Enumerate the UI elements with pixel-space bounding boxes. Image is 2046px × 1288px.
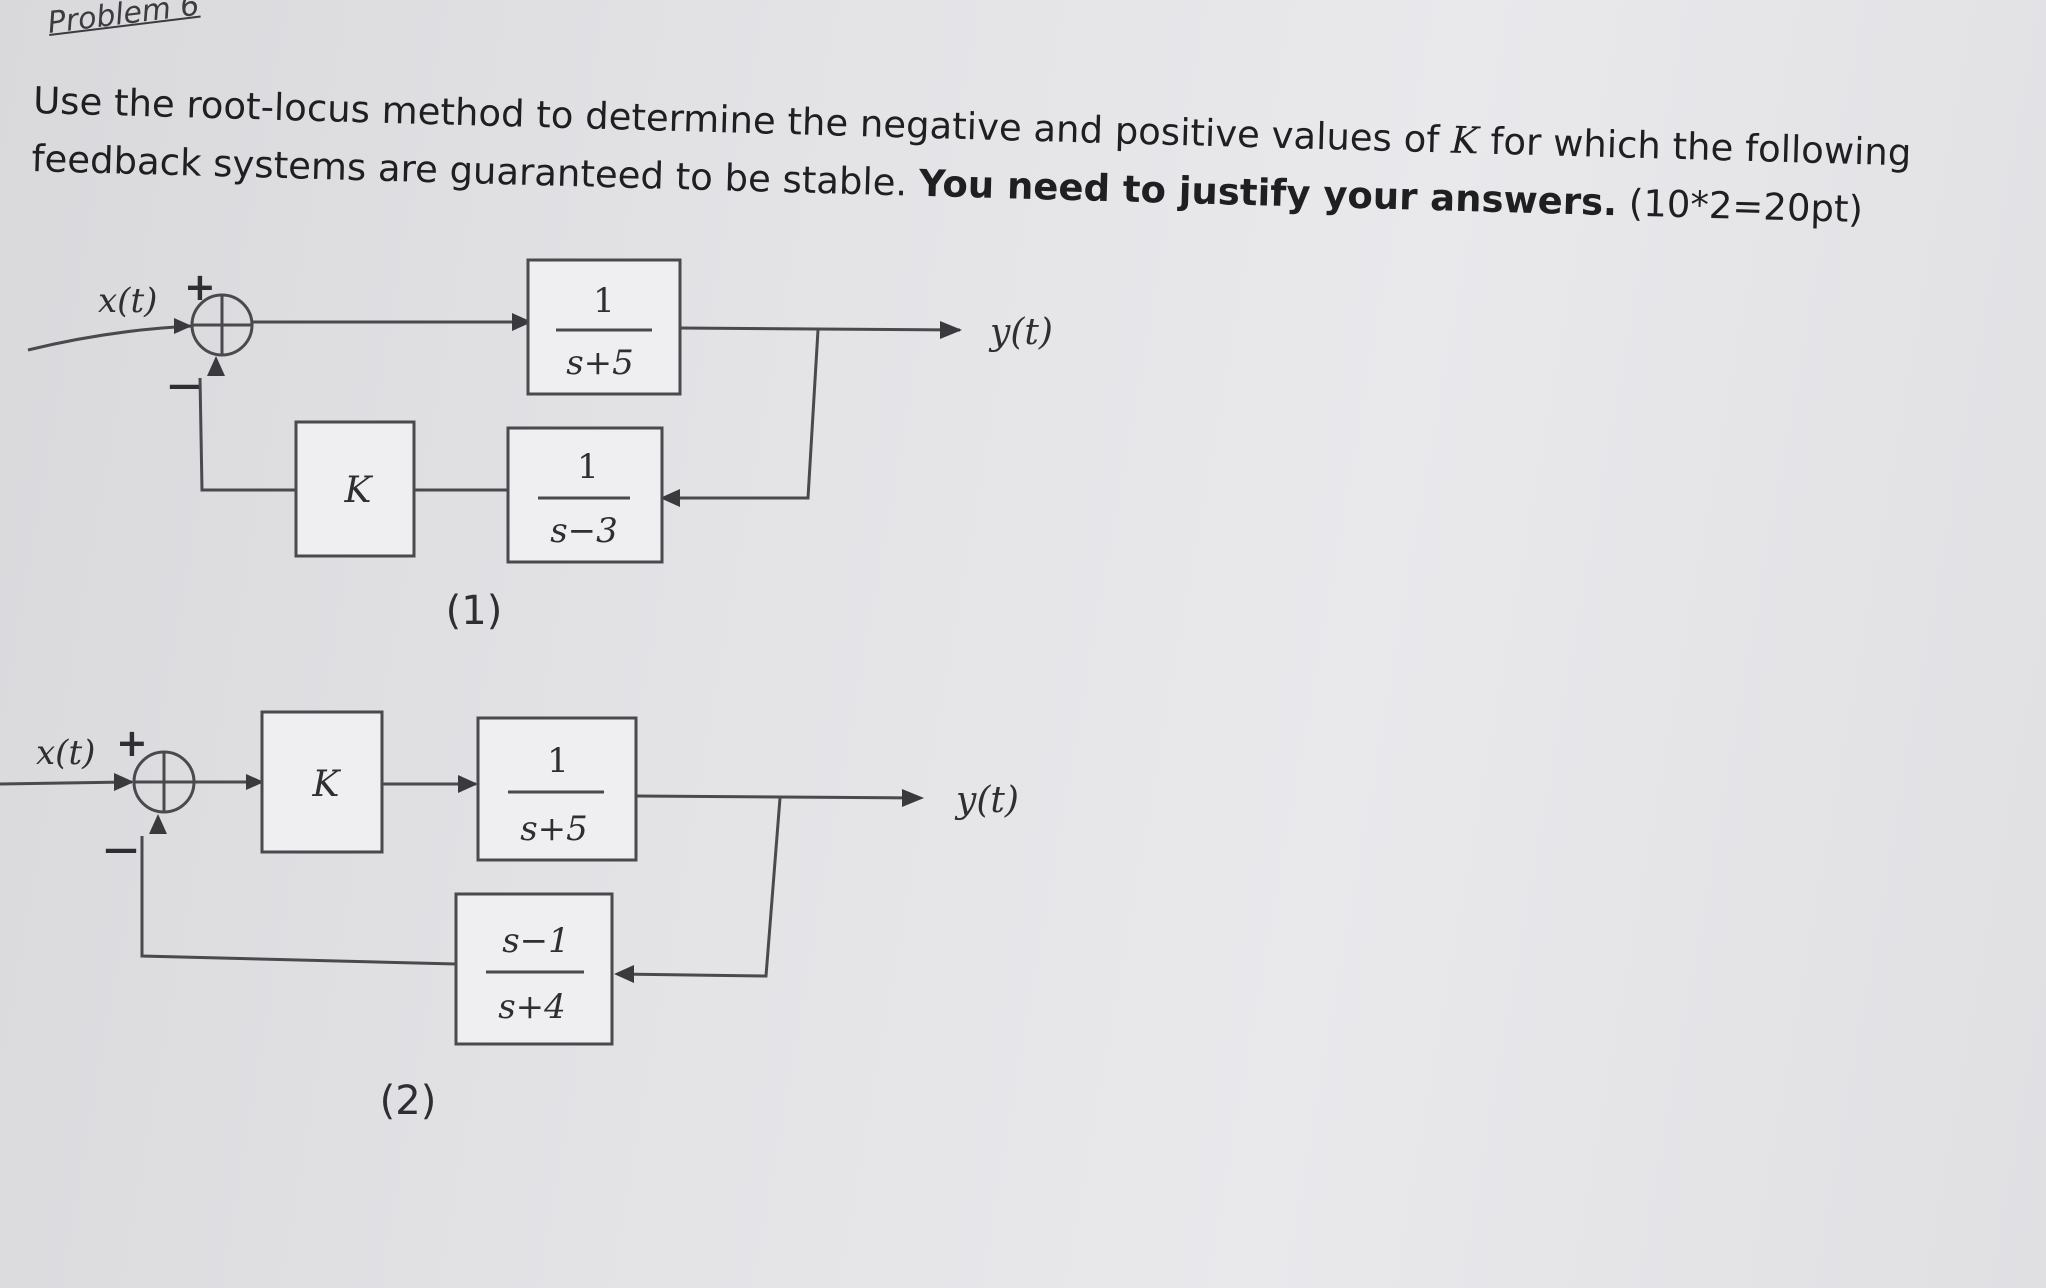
minus-sign-1: — xyxy=(168,365,202,405)
gain-to-forward-arrow-2 xyxy=(458,775,478,793)
feedback-block-1 xyxy=(506,426,664,564)
gain-block-1-label: K xyxy=(344,470,374,511)
input-label-1: x(t) xyxy=(98,281,157,321)
input-line-2 xyxy=(0,780,133,786)
input-label-2: x(t) xyxy=(36,733,95,773)
output-line-2 xyxy=(635,794,919,800)
feedback-block-2-denominator: s+4 xyxy=(498,987,566,1027)
diagram-2-caption: (2) xyxy=(380,1078,437,1124)
summing-junction-1 xyxy=(190,293,254,357)
sum-to-gain-arrow-2 xyxy=(246,774,264,790)
diagram-1-caption: (1) xyxy=(446,588,503,634)
input-arrow-1 xyxy=(174,318,192,334)
gain-block-2 xyxy=(260,710,384,854)
feedback-block-1-numerator: 1 xyxy=(577,447,599,487)
forward-arrow-1 xyxy=(512,313,532,331)
output-label-2: y(t) xyxy=(954,780,1019,821)
output-label-1: y(t) xyxy=(988,312,1053,353)
feedback-block-1-denominator: s−3 xyxy=(550,511,618,551)
plus-sign-1: + xyxy=(184,265,216,309)
feedback-arrow-1 xyxy=(660,489,680,507)
return-arrow-1 xyxy=(207,356,225,376)
forward-block-1 xyxy=(526,258,682,396)
output-arrow-2 xyxy=(902,789,924,807)
diagram-1: x(t) + — 1 s+5 y(t) xyxy=(27,258,1053,634)
plus-sign-2: + xyxy=(116,721,148,765)
feedback-line-1 xyxy=(664,329,820,500)
diagram-2: x(t) + — K 1 s+5 y(t) xyxy=(0,710,1019,1124)
gain-block-1 xyxy=(294,420,416,558)
forward-block-1-denominator: s+5 xyxy=(566,343,634,383)
forward-block-1-numerator: 1 xyxy=(593,281,615,321)
gain-block-2-label: K xyxy=(312,764,342,805)
feedback-arrow-2 xyxy=(614,965,634,983)
feedback-line-2 xyxy=(619,797,782,978)
forward-block-2-numerator: 1 xyxy=(547,741,569,781)
return-arrow-2 xyxy=(149,814,167,834)
return-line-1 xyxy=(198,377,296,492)
forward-block-2-denominator: s+5 xyxy=(520,809,588,849)
output-arrow-1 xyxy=(940,321,962,339)
feedback-block-2-numerator: s−1 xyxy=(502,921,570,961)
input-line-1 xyxy=(27,324,193,352)
output-line-1 xyxy=(679,326,961,332)
input-arrow-2 xyxy=(114,773,134,791)
minus-sign-2: — xyxy=(104,829,138,869)
feedback-block-2 xyxy=(454,892,614,1046)
return-line-2 xyxy=(140,836,457,966)
forward-block-2 xyxy=(476,716,638,862)
